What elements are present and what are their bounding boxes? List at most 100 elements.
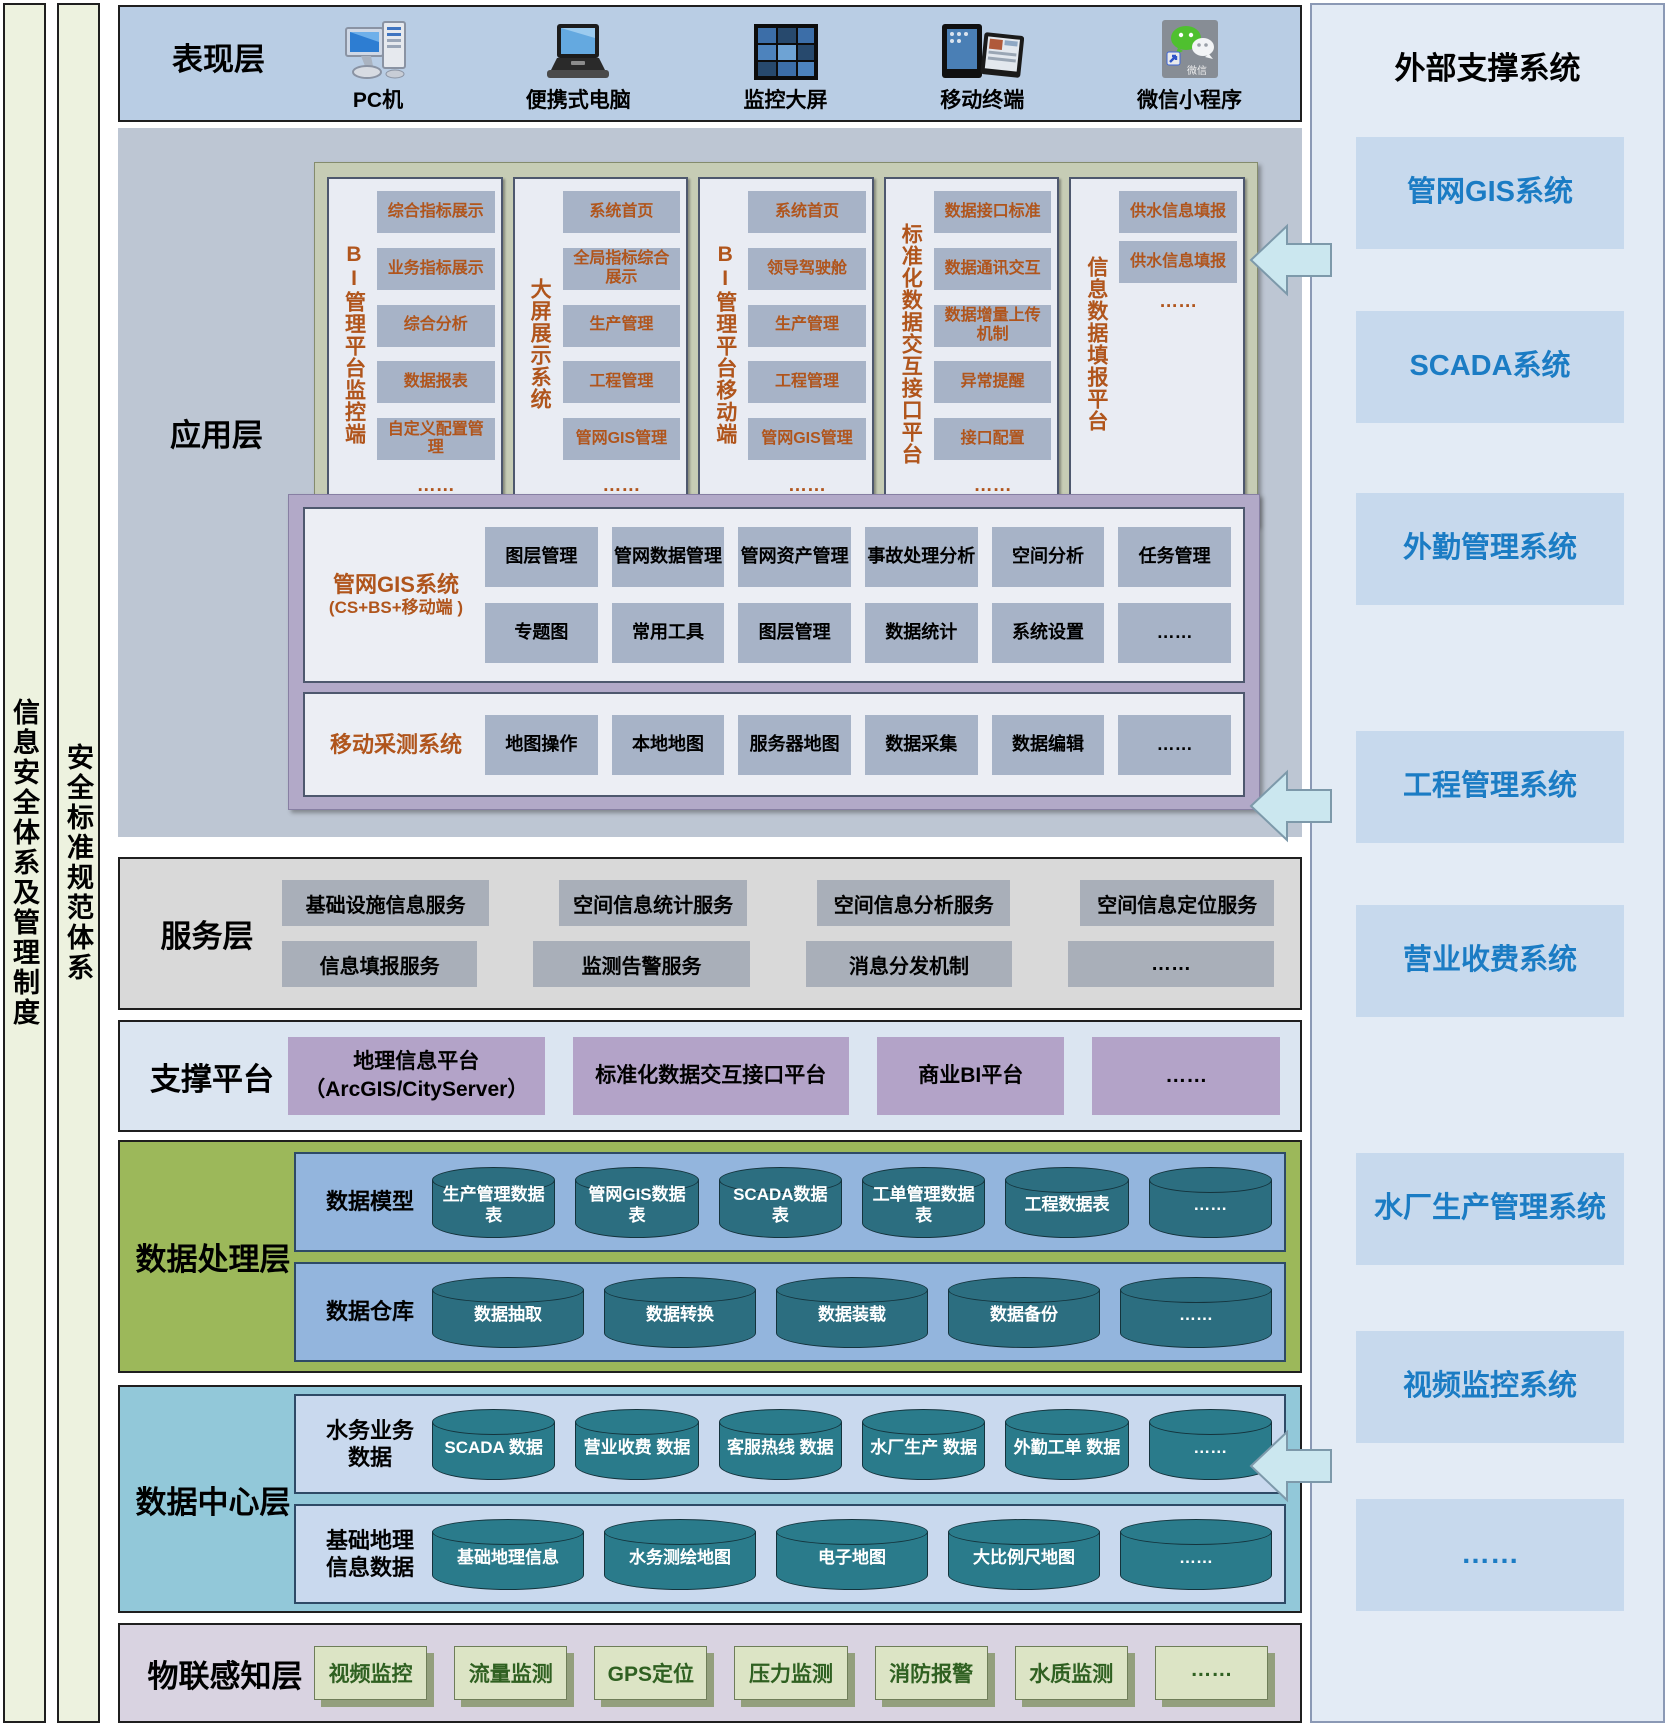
app-column-title-text: 标准化数据交互接口平台: [899, 223, 923, 465]
iot-sensor-box: ……: [1154, 1646, 1268, 1700]
cylinder-label: 数据抽取: [474, 1305, 542, 1325]
mobile-survey-title: 移动采测系统: [329, 731, 462, 757]
gis-feature-cell: 管网数据管理: [611, 527, 725, 588]
service-box: 监测告警服务: [533, 941, 750, 987]
cylinder-label: 工程数据表: [1024, 1195, 1110, 1215]
support-platform-items: 地理信息平台 （ArcGIS/CityServer）标准化数据交互接口平台商业B…: [288, 1037, 1284, 1115]
data-center-label: 数据中心层: [135, 1484, 291, 1520]
external-system-box: 管网GIS系统: [1356, 137, 1624, 249]
database-cylinder: ……: [1120, 1276, 1272, 1348]
gis-feature-cell: 系统设置: [991, 603, 1105, 664]
cylinder-top: [575, 1166, 699, 1193]
tablet-icon: [940, 18, 1025, 82]
cylinder-label: 水厂生产 数据: [870, 1437, 978, 1457]
app-item: 自定义配置管理: [377, 418, 495, 461]
external-system-box: 营业收费系统: [1356, 905, 1624, 1017]
database-cylinder: 大比例尺地图: [948, 1519, 1100, 1590]
app-column: 信息数据填报平台供水信息填报供水信息填报……: [1069, 177, 1245, 511]
security-standard-label: 安全标准规范体系: [63, 743, 93, 983]
database-cylinder: 电子地图: [776, 1519, 928, 1590]
cylinder-top: [604, 1519, 756, 1545]
app-item: 管网GIS管理: [562, 418, 681, 461]
service-box: 信息填报服务: [282, 941, 478, 987]
gis-feature-cell: 图层管理: [738, 603, 851, 664]
cylinder-label: 大比例尺地图: [973, 1547, 1075, 1567]
database-cylinder: 基础地理信息: [432, 1519, 584, 1590]
device-tablet: 移动终端: [940, 18, 1025, 114]
service-box: 空间信息统计服务: [559, 880, 747, 926]
external-systems-title: 外部支撑系统: [1394, 51, 1581, 86]
cylinder-label: 生产管理数据表: [442, 1185, 545, 1225]
device-label: 便携式电脑: [525, 88, 631, 112]
left-arrow-icon: [1249, 1422, 1333, 1510]
app-column-title-text: 大屏展示系统: [528, 278, 552, 410]
svg-text:微信: 微信: [1187, 64, 1207, 77]
app-item: 异常提醒: [933, 361, 1052, 404]
app-item: 系统首页: [748, 191, 866, 233]
mobile-survey-cell: 服务器地图: [738, 714, 851, 775]
app-column-title: BI管理平台监控端: [333, 185, 375, 503]
cylinder-top: [718, 1409, 842, 1435]
database-cylinder: 数据备份: [948, 1276, 1100, 1348]
ellipsis-more: ……: [973, 474, 1012, 496]
app-item: 业务指标展示: [377, 247, 495, 290]
cylinder-top: [604, 1276, 756, 1303]
ellipsis-more: ……: [1159, 291, 1198, 312]
app-column-items: 数据接口标准数据通讯交互数据增量上传机制异常提醒接口配置……: [932, 185, 1054, 503]
external-system-box: 水厂生产管理系统: [1356, 1153, 1624, 1265]
app-column-title: BI管理平台移动端: [704, 185, 746, 503]
app-item: 管网GIS管理: [748, 418, 866, 461]
cylinder-list: 基础地理信息水务测绘地图电子地图大比例尺地图……: [432, 1518, 1272, 1590]
external-system-box: SCADA系统: [1356, 311, 1624, 423]
app-item: 数据增量上传机制: [933, 304, 1052, 347]
device-label: 移动终端: [940, 88, 1025, 112]
cylinder-label: SCADA 数据: [444, 1437, 543, 1457]
gis-feature-cell: 图层管理: [485, 527, 598, 588]
device-screen-wall: 监控大屏: [744, 18, 828, 114]
external-system-box: 外勤管理系统: [1356, 493, 1624, 605]
ellipsis-more: ……: [787, 474, 826, 496]
service-box: 空间信息定位服务: [1080, 880, 1274, 926]
gis-system-title-text: 管网GIS系统: [333, 571, 459, 597]
cylinder-top: [948, 1519, 1100, 1545]
app-column: 大屏展示系统系统首页全局指标综合展示生产管理工程管理管网GIS管理……: [512, 177, 689, 511]
cylinder-row: 基础地理 信息数据基础地理信息水务测绘地图电子地图大比例尺地图……: [294, 1504, 1286, 1604]
external-system-box: 工程管理系统: [1356, 731, 1624, 843]
cylinder-label: SCADA数据表: [733, 1185, 828, 1225]
gis-system-panel: 管网GIS系统 (CS+BS+移动端 ) 图层管理管网数据管理管网资产管理事故处…: [303, 507, 1245, 684]
support-platform-box: 标准化数据交互接口平台: [572, 1037, 849, 1115]
service-rows: 基础设施信息服务空间信息统计服务空间信息分析服务空间信息定位服务信息填报服务监测…: [282, 880, 1288, 987]
security-management-bar: 信息安全体系及管理制度: [3, 3, 46, 1723]
app-column-items: 系统首页全局指标综合展示生产管理工程管理管网GIS管理……: [561, 185, 683, 503]
presentation-layer-label: 表现层: [172, 42, 265, 77]
gis-feature-cell: 常用工具: [611, 603, 725, 664]
cylinder-label: 水务测绘地图: [629, 1547, 731, 1567]
app-item: 领导驾驶舱: [748, 247, 866, 290]
support-platform-box: 商业BI平台: [876, 1037, 1065, 1115]
cylinder-top: [861, 1409, 986, 1435]
database-cylinder: 数据抽取: [432, 1276, 584, 1348]
app-item: 全局指标综合展示: [562, 247, 681, 290]
cylinder-label: ……: [1179, 1305, 1213, 1325]
database-cylinder: 外勤工单 数据: [1005, 1409, 1129, 1480]
cylinder-top: [1148, 1166, 1272, 1193]
gis-feature-cell: 数据统计: [864, 603, 978, 664]
cylinder-label: 外勤工单 数据: [1013, 1437, 1121, 1457]
support-platform-layer: 支撑平台 地理信息平台 （ArcGIS/CityServer）标准化数据交互接口…: [118, 1020, 1302, 1132]
database-cylinder: 营业收费 数据: [575, 1409, 699, 1480]
cylinder-label: 客服热线 数据: [726, 1437, 834, 1457]
app-column: BI管理平台监控端综合指标展示业务指标展示综合分析数据报表自定义配置管理……: [327, 177, 503, 511]
device-list: PC机便携式电脑监控大屏移动终端微信微信小程序: [265, 14, 1300, 114]
gis-feature-cell: 管网资产管理: [738, 527, 851, 588]
app-item: 生产管理: [748, 304, 866, 347]
mobile-survey-cell: ……: [1118, 714, 1231, 775]
gis-system-subtitle: (CS+BS+移动端 ): [328, 598, 464, 618]
app-column-title: 信息数据填报平台: [1075, 185, 1117, 503]
iot-sensor-box: 视频监控: [314, 1646, 428, 1700]
service-box: ……: [1067, 941, 1274, 987]
external-system-box: ……: [1356, 1499, 1624, 1611]
